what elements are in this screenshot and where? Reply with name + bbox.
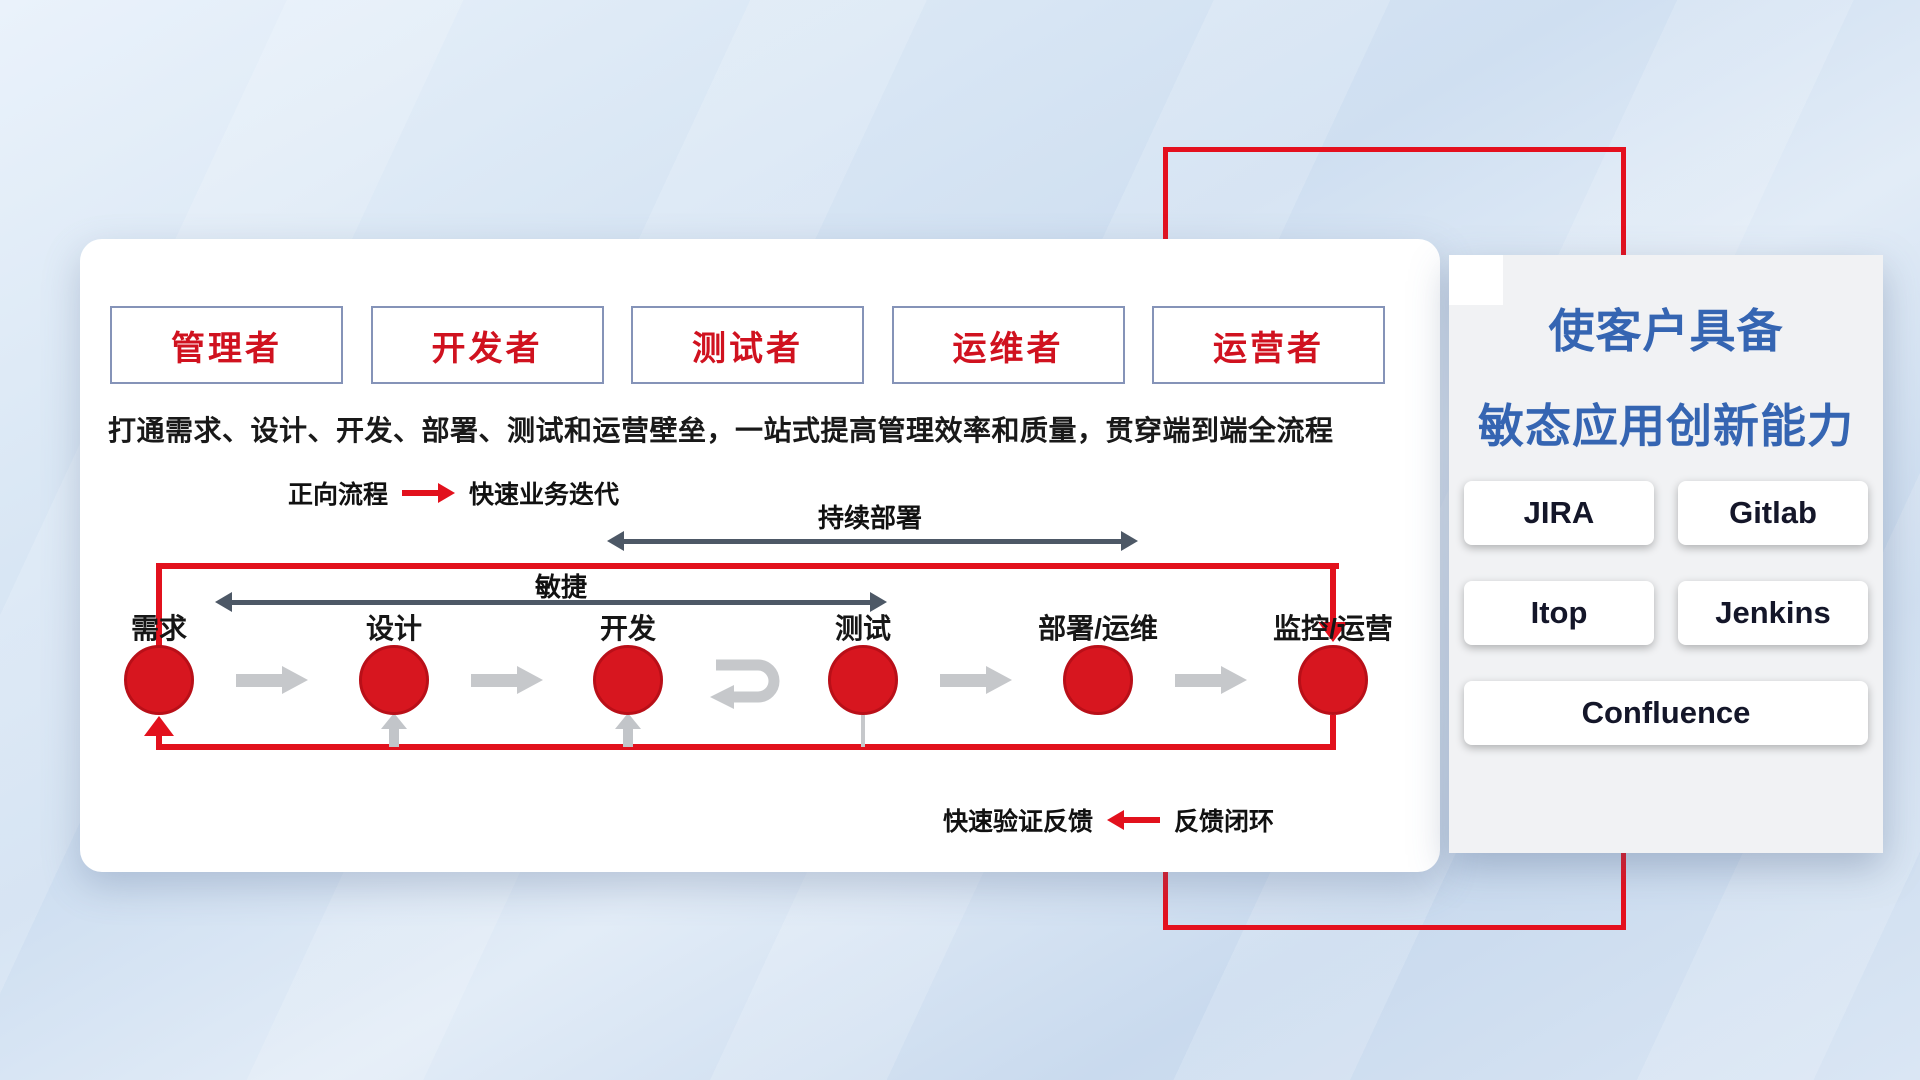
devops-workflow-card: 管理者 开发者 测试者 运维者 运营者 打通需求、设计、开发、部署、测试和运营壁… (80, 239, 1440, 872)
stage-label: 需求 (130, 613, 187, 644)
panel-corner-notch (1449, 255, 1503, 305)
stage-label: 部署/运维 (1038, 613, 1158, 644)
stage-node-circle (359, 645, 429, 715)
flow-arrow-icon (1175, 666, 1247, 694)
stage-test: 测试 (773, 613, 953, 715)
flow-arrow-icon (471, 666, 543, 694)
feedback-stem-develop-arrowhead-icon (615, 713, 641, 729)
roles-row: 管理者 开发者 测试者 运维者 运营者 (110, 306, 1385, 384)
panel-title-line1: 使客户具备 (1548, 305, 1784, 357)
feedback-stem-test-line (861, 715, 865, 747)
continuous-deploy-span-arrow (607, 531, 1138, 551)
capability-panel: 使客户具备 敏态应用创新能力 JIRA Gitlab Itop Jenkins … (1449, 255, 1883, 853)
role-box-tester: 测试者 (631, 306, 864, 384)
continuous-deploy-label: 持续部署 (817, 503, 923, 533)
feedback-loop-arrowhead-icon (144, 716, 174, 736)
flow-arrow-icon (940, 666, 1012, 694)
iteration-uturn-arrow-icon (710, 659, 780, 709)
stage-label: 设计 (365, 613, 422, 644)
tool-chip-jenkins: Jenkins (1678, 581, 1868, 645)
feedback-loop-left-line (156, 732, 162, 746)
forward-arrow-icon (402, 483, 456, 503)
feedback-stem-develop (623, 729, 633, 747)
agile-span-arrow (215, 592, 887, 612)
stage-label: 监控/运营 (1273, 613, 1393, 644)
forward-legend: 正向流程 快速业务迭代 (288, 475, 619, 511)
agile-label: 敏捷 (534, 572, 588, 602)
stage-design: 设计 (304, 613, 484, 715)
forward-loop-right-line (1330, 563, 1336, 623)
stage-monitor-operate: 监控/运营 (1243, 613, 1423, 715)
tools-grid: JIRA Gitlab Itop Jenkins Confluence (1464, 481, 1868, 745)
forward-legend-value: 快速业务迭代 (469, 481, 620, 509)
stage-node-circle (593, 645, 663, 715)
stage-develop: 开发 (538, 613, 718, 715)
forward-loop-arrowhead-icon (1318, 622, 1348, 642)
feedback-stem-design-arrowhead-icon (381, 713, 407, 729)
forward-loop-left-line (156, 563, 162, 647)
stage-requirement: 需求 (69, 613, 249, 715)
role-box-ops: 运维者 (891, 306, 1125, 384)
feedback-legend-value: 反馈闭环 (1174, 808, 1275, 836)
feedback-legend: 快速验证反馈 反馈闭环 (943, 802, 1274, 838)
panel-title-line2: 敏态应用创新能力 (1478, 400, 1854, 452)
stage-label: 开发 (599, 613, 656, 644)
stage-node-circle (124, 645, 194, 715)
workflow-subtitle: 打通需求、设计、开发、部署、测试和运营壁垒，一站式提高管理效率和质量，贯穿端到端… (108, 415, 1334, 446)
feedback-legend-label: 快速验证反馈 (943, 808, 1094, 836)
stage-label: 测试 (834, 613, 891, 644)
feedback-stem-design (389, 729, 399, 747)
stage-deploy-ops: 部署/运维 (1008, 613, 1188, 715)
flow-arrow-icon (236, 666, 308, 694)
stage-node-circle (828, 645, 898, 715)
forward-legend-label: 正向流程 (288, 481, 389, 509)
forward-loop-top-line (156, 563, 1339, 569)
role-box-operator: 运营者 (1152, 306, 1385, 384)
role-box-manager: 管理者 (110, 306, 343, 384)
tool-chip-confluence: Confluence (1464, 681, 1868, 745)
feedback-arrow-icon (1107, 810, 1161, 830)
role-box-developer: 开发者 (370, 306, 604, 384)
stage-node-circle (1298, 645, 1368, 715)
feedback-loop-right-line (1330, 715, 1336, 750)
tool-chip-gitlab: Gitlab (1678, 481, 1868, 545)
stage-node-circle (1063, 645, 1133, 715)
feedback-loop-bottom-line (156, 744, 1336, 750)
tool-chip-jira: JIRA (1464, 481, 1654, 545)
tool-chip-itop: Itop (1464, 581, 1654, 645)
